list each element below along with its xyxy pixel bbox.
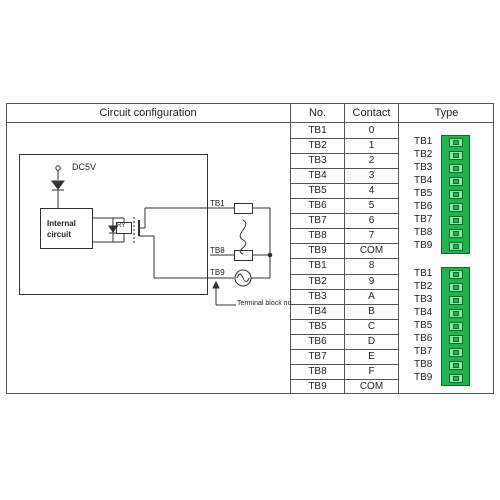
terminal-screw bbox=[453, 298, 459, 303]
terminal-screw bbox=[453, 350, 459, 355]
terminal-block-label: TB3 bbox=[414, 294, 433, 305]
terminal-block-label: TB6 bbox=[414, 201, 433, 212]
table-cell-contact: D bbox=[367, 335, 376, 347]
table-cell-no: TB5 bbox=[308, 320, 327, 332]
terminal-screw bbox=[453, 244, 459, 249]
terminal-screw bbox=[453, 311, 459, 316]
device-box bbox=[19, 154, 208, 295]
table-cell-contact: 0 bbox=[368, 125, 375, 136]
dc-terminal-icon bbox=[55, 165, 61, 171]
table-cell-no: TB9 bbox=[308, 380, 327, 392]
wave-icon bbox=[239, 219, 247, 255]
table-cell-contact: COM bbox=[359, 245, 384, 257]
table-grid bbox=[6, 103, 494, 394]
table-cell-no: TB3 bbox=[308, 155, 327, 167]
terminal-screw bbox=[453, 153, 459, 158]
circuit-diagram bbox=[19, 154, 273, 306]
table-cell-contact: 7 bbox=[368, 230, 375, 242]
terminal-screw bbox=[453, 363, 459, 368]
table-cell-no: TB5 bbox=[308, 185, 327, 197]
terminal-block-label: TB9 bbox=[414, 240, 433, 251]
table-frame bbox=[6, 103, 494, 394]
table-cell-no: TB3 bbox=[308, 290, 327, 302]
terminal-block-label: TB5 bbox=[414, 320, 433, 331]
table-cell-contact: COM bbox=[359, 380, 384, 392]
load-resistor-1 bbox=[234, 203, 253, 214]
terminal-block-label: TB2 bbox=[414, 149, 433, 160]
terminal-block-label: TB8 bbox=[414, 227, 433, 238]
table-cell-no: TB1 bbox=[308, 260, 327, 272]
header-contact: Contact bbox=[352, 107, 391, 119]
terminal-screw bbox=[453, 324, 459, 329]
terminal-block-label: TB8 bbox=[414, 359, 433, 370]
header-no: No. bbox=[308, 107, 327, 119]
table-cell-no: TB4 bbox=[308, 305, 327, 317]
dc-voltage-label: DC5V bbox=[72, 162, 97, 172]
table-cell-no: TB2 bbox=[308, 140, 327, 152]
table-cell-no: TB9 bbox=[308, 245, 327, 257]
header-circuit-configuration: Circuit configuration bbox=[99, 107, 197, 119]
header-type: Type bbox=[434, 107, 459, 119]
led-icon bbox=[51, 180, 65, 190]
terminal-block-label: TB1 bbox=[414, 268, 433, 279]
terminal-block-label: TB7 bbox=[414, 214, 433, 225]
terminal-screw bbox=[453, 192, 459, 197]
terminal-screw bbox=[453, 205, 459, 210]
terminal-block-label: TB6 bbox=[414, 333, 433, 344]
terminal-block-label: TB1 bbox=[414, 136, 433, 147]
load-resistor-2 bbox=[234, 250, 253, 261]
diode-icon bbox=[108, 225, 118, 233]
terminal-block-note: Terminal block no. bbox=[237, 300, 294, 307]
terminal-block-label: TB4 bbox=[414, 307, 433, 318]
table-cell-contact: C bbox=[367, 320, 376, 332]
table-cell-contact: 5 bbox=[368, 200, 375, 212]
tb1-diagram-label: TB1 bbox=[210, 199, 225, 208]
table-cell-no: TB8 bbox=[308, 230, 327, 242]
table-cell-contact: 3 bbox=[368, 170, 375, 182]
table-cell-contact: 9 bbox=[368, 275, 375, 287]
table-cell-contact: 8 bbox=[368, 260, 375, 272]
terminal-screw bbox=[453, 231, 459, 236]
table-cell-no: TB8 bbox=[308, 365, 327, 377]
tb9-diagram-label: TB9 bbox=[210, 268, 225, 277]
table-cell-contact: F bbox=[368, 365, 375, 377]
terminal-block-label: TB9 bbox=[414, 372, 433, 383]
terminal-block-label: TB7 bbox=[414, 346, 433, 357]
terminal-block-label: TB3 bbox=[414, 162, 433, 173]
terminal-block-label: TB5 bbox=[414, 188, 433, 199]
terminal-screw bbox=[453, 140, 459, 145]
table-cell-no: TB4 bbox=[308, 170, 327, 182]
table-cell-contact: B bbox=[368, 305, 375, 317]
terminal-block-label: TB4 bbox=[414, 175, 433, 186]
terminal-screw bbox=[453, 166, 459, 171]
terminal-block-label: TB2 bbox=[414, 281, 433, 292]
table-cell-no: TB6 bbox=[308, 200, 327, 212]
table-cell-contact: E bbox=[368, 350, 375, 362]
relay-coil-icon bbox=[116, 222, 132, 234]
table-cell-contact: 6 bbox=[368, 215, 375, 227]
table-cell-contact: 4 bbox=[368, 185, 375, 197]
relay-label: RY bbox=[117, 223, 126, 229]
tb8-diagram-label: TB8 bbox=[210, 246, 225, 255]
table-cell-contact: 1 bbox=[368, 140, 375, 152]
table-cell-no: TB7 bbox=[308, 350, 327, 362]
table-cell-no: TB7 bbox=[308, 215, 327, 227]
table-cell-contact: A bbox=[368, 290, 375, 302]
table-cell-no: TB6 bbox=[308, 335, 327, 347]
terminal-screw bbox=[453, 285, 459, 290]
table-cell-contact: 2 bbox=[368, 155, 375, 167]
internal-circuit-label-1: Internal bbox=[47, 219, 76, 228]
terminal-screw bbox=[453, 337, 459, 342]
arrow-icon bbox=[212, 280, 220, 289]
table-cell-no: TB1 bbox=[308, 125, 327, 136]
table-cell-no: TB2 bbox=[308, 275, 327, 287]
internal-circuit-label-2: circuit bbox=[47, 230, 72, 239]
terminal-screw bbox=[453, 179, 459, 184]
terminal-screw bbox=[453, 272, 459, 277]
terminal-screw bbox=[453, 218, 459, 223]
terminal-screw bbox=[453, 376, 459, 381]
